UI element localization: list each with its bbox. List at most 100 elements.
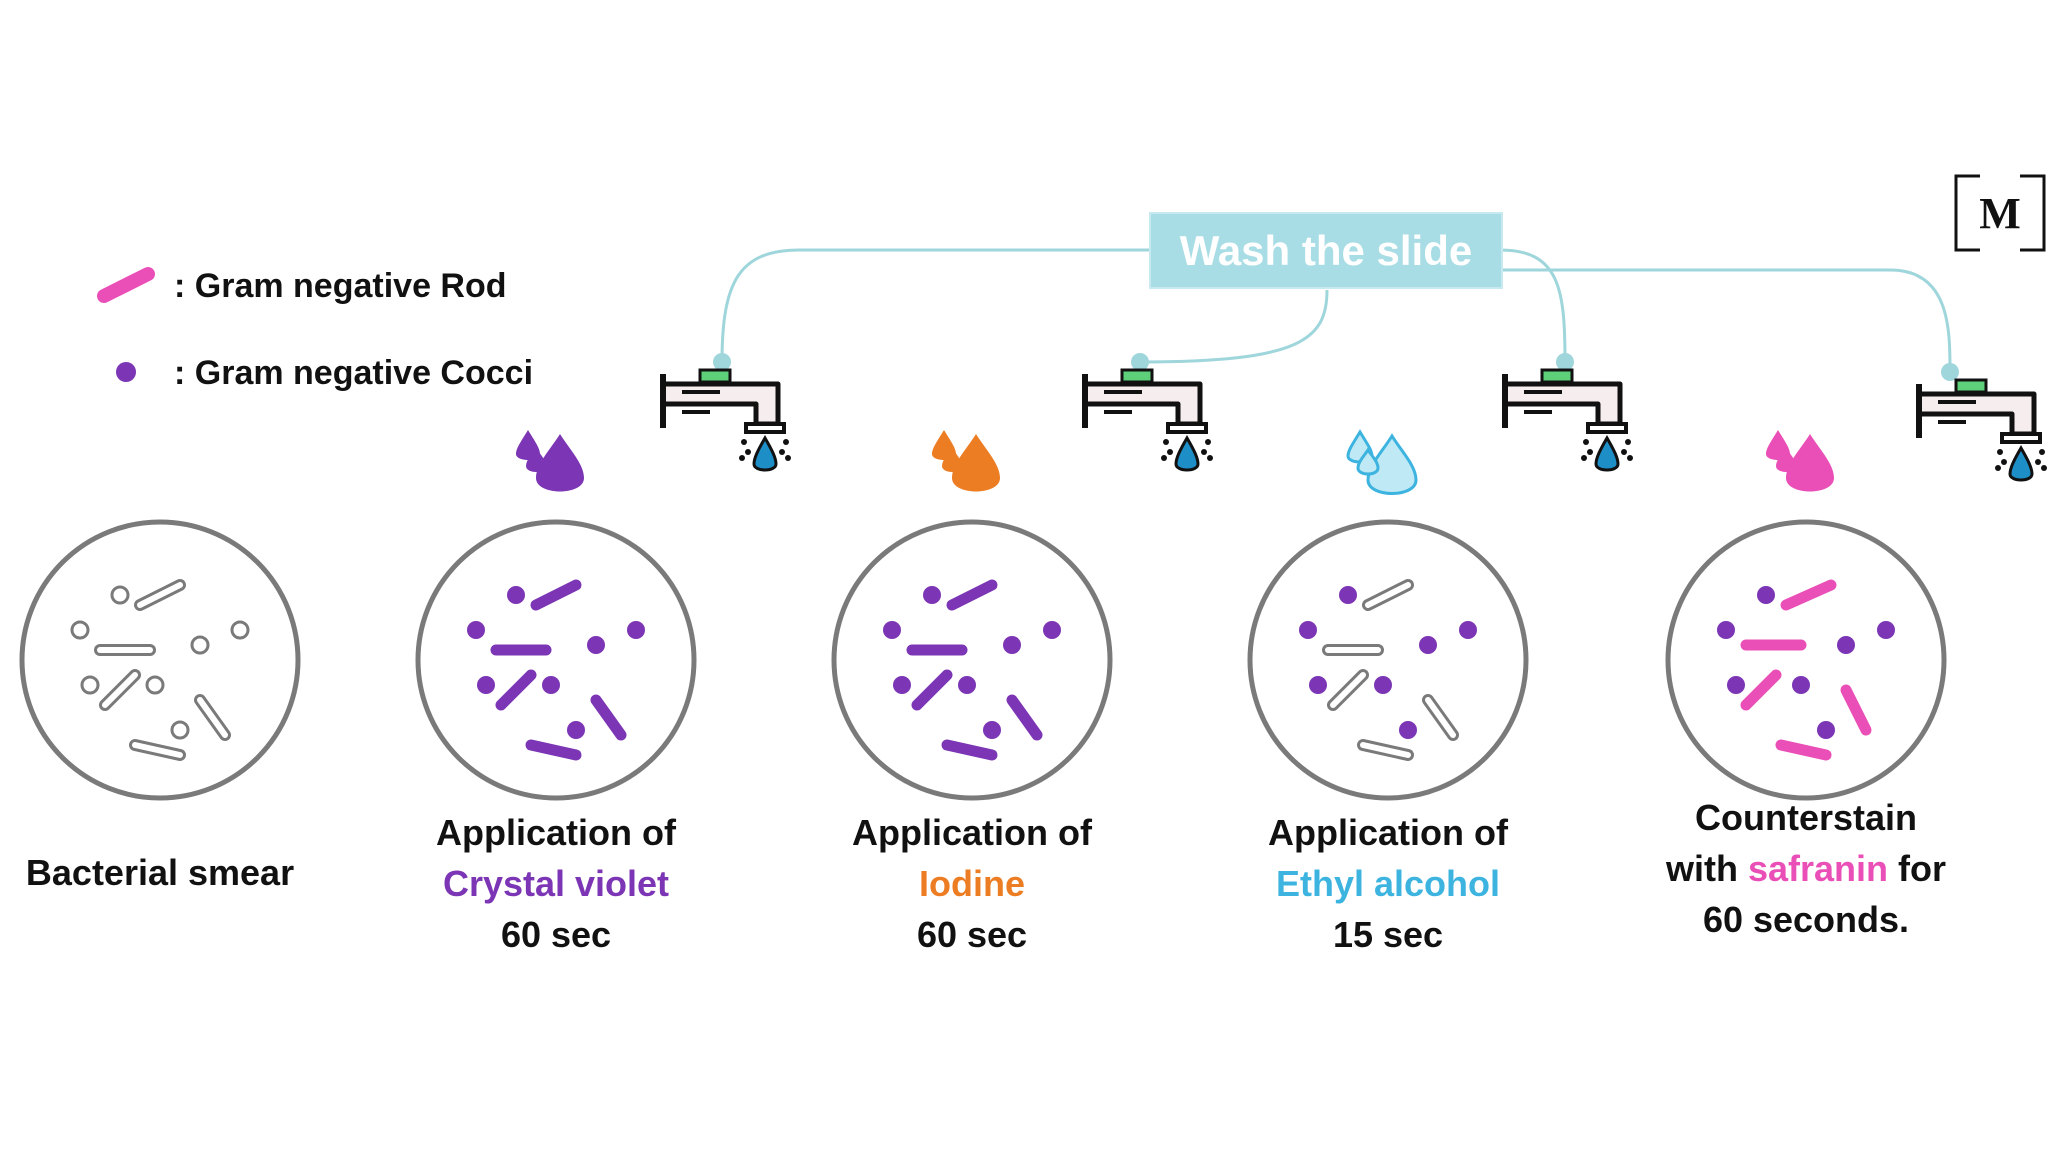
coccus [507, 586, 525, 604]
coccus [542, 676, 560, 694]
coccus [958, 676, 976, 694]
slide-circle-3 [1247, 519, 1529, 801]
coccus [1003, 636, 1021, 654]
coccus [467, 621, 485, 639]
legend: : Gram negative Rod : Gram negative Cocc… [97, 267, 533, 392]
coccus [1459, 621, 1477, 639]
step-4-line2: with safranin for [1665, 848, 1946, 889]
rod [946, 579, 998, 611]
rod [911, 669, 953, 711]
step-4-line2-pre: with [1665, 848, 1748, 889]
step-4-line2-post: for [1888, 848, 1946, 889]
coccus-outline [190, 635, 210, 655]
step-1-line1: Application of [436, 812, 677, 853]
slide-outline [1665, 519, 1947, 801]
rod-inner [1365, 582, 1411, 608]
slide-circle-4 [1665, 519, 1947, 801]
wash-label: Wash the slide [1180, 227, 1473, 274]
rod [590, 694, 627, 741]
rod [1780, 579, 1837, 611]
step-2-line1: Application of [852, 812, 1093, 853]
coccus [1339, 586, 1357, 604]
slide-outline [415, 519, 697, 801]
rod [1006, 694, 1043, 741]
legend-rod-label: : Gram negative Rod [174, 267, 507, 305]
coccus [1419, 636, 1437, 654]
slide-circle-1 [415, 519, 697, 801]
coccus-outline [70, 620, 90, 640]
coccus [627, 621, 645, 639]
logo: M [1954, 174, 2046, 252]
rod [1740, 669, 1782, 711]
logo-text: M [1979, 189, 2021, 238]
step-label-2: Application of Iodine 60 sec [852, 812, 1093, 955]
rod [941, 739, 998, 761]
coccus [1792, 676, 1810, 694]
coccus-outline [80, 675, 100, 695]
step-1-reagent: Crystal violet [443, 863, 669, 904]
rod [525, 739, 582, 761]
coccus [1374, 676, 1392, 694]
safranin-drop-icon [1766, 430, 1834, 492]
legend-cocci-icon [116, 362, 136, 382]
step-label-1: Application of Crystal violet 60 sec [436, 812, 677, 955]
tap-icon [1502, 370, 1633, 470]
rod [1775, 739, 1832, 761]
step-label-3: Application of Ethyl alcohol 15 sec [1268, 812, 1509, 955]
step-4-line1: Counterstain [1695, 797, 1917, 838]
step-2-time: 60 sec [917, 914, 1027, 955]
ethyl-alcohol-drop-icon [1346, 429, 1418, 495]
slide-outline [19, 519, 301, 801]
connector-dots [713, 353, 1959, 381]
step-label-4: Counterstain with safranin for 60 second… [1665, 797, 1946, 940]
coccus-outline [230, 620, 250, 640]
rod-inner [1425, 697, 1456, 738]
wash-box: Wash the slide [1149, 212, 1503, 289]
coccus [1399, 721, 1417, 739]
rod-inner [197, 697, 228, 738]
coccus [477, 676, 495, 694]
slide-outline [1247, 519, 1529, 801]
step-3-line1: Application of [1268, 812, 1509, 853]
tap-icon [1082, 370, 1213, 470]
coccus-outline [145, 675, 165, 695]
coccus [1757, 586, 1775, 604]
coccus [983, 721, 1001, 739]
coccus [567, 721, 585, 739]
coccus [1309, 676, 1327, 694]
step-3-reagent: Ethyl alcohol [1276, 863, 1500, 904]
step-4-time: 60 seconds. [1703, 899, 1909, 940]
rod [530, 579, 582, 611]
coccus [1817, 721, 1835, 739]
step-label-0: Bacterial smear [26, 852, 294, 893]
wash-connectors [720, 248, 1952, 373]
tap-icon [660, 370, 791, 470]
coccus [1837, 636, 1855, 654]
legend-cocci-label: : Gram negative Cocci [174, 354, 533, 392]
coccus [1299, 621, 1317, 639]
step-4-reagent: safranin [1748, 848, 1888, 889]
crystal-violet-drop-icon [516, 430, 584, 492]
rod-inner [1360, 742, 1411, 758]
iodine-drop-icon [932, 430, 1000, 492]
tap-icon [1916, 380, 2047, 480]
slide-circle-0 [19, 519, 301, 801]
slide-circle-2 [831, 519, 1113, 801]
coccus [883, 621, 901, 639]
rod [1840, 684, 1872, 736]
step-1-time: 60 sec [501, 914, 611, 955]
coccus [1717, 621, 1735, 639]
rod-inner [132, 742, 183, 758]
step-0-line1: Bacterial smear [26, 852, 294, 893]
coccus [1877, 621, 1895, 639]
coccus [1043, 621, 1061, 639]
rod [495, 669, 537, 711]
step-3-time: 15 sec [1333, 914, 1443, 955]
rod-inner [137, 582, 183, 608]
slide-outline [831, 519, 1113, 801]
coccus [893, 676, 911, 694]
rod-inner [102, 672, 138, 708]
step-2-reagent: Iodine [919, 863, 1025, 904]
legend-rod-icon [97, 267, 155, 303]
